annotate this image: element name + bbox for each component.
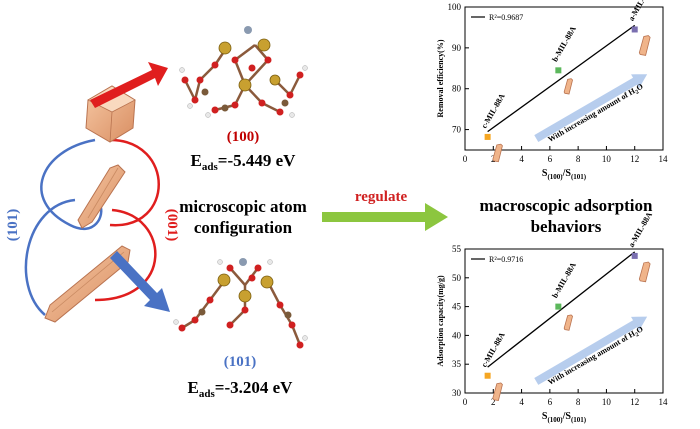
y-tick-label: 50 xyxy=(452,273,462,283)
data-point xyxy=(555,303,562,310)
x-tick-label: 2 xyxy=(491,397,496,407)
x-tick-label: 14 xyxy=(659,154,669,164)
fit-line xyxy=(487,24,636,133)
removal-efficiency-chart: 02468101214708090100Removal efficiency(%… xyxy=(436,0,668,181)
y-tick-label: 90 xyxy=(452,43,462,53)
crystal-glyph xyxy=(638,35,651,56)
regulate-arrow xyxy=(322,203,448,231)
center-title-line2: configuration xyxy=(194,218,293,237)
right-title-line1: macroscopic adsorption xyxy=(480,196,654,215)
regulate-label: regulate xyxy=(355,189,408,205)
crystal-glyph xyxy=(638,261,651,283)
y-tick-label: 55 xyxy=(452,244,462,254)
crystal-glyph xyxy=(563,78,573,95)
facet-100-label: (100) xyxy=(227,129,260,145)
loop-label-101: (101) xyxy=(5,209,21,242)
red-loop-upper xyxy=(109,138,160,227)
blue-loop-lower xyxy=(24,198,76,316)
eads-100: Eads=-5.449 eV xyxy=(191,151,297,173)
crystal-glyph xyxy=(492,382,503,401)
x-tick-label: 0 xyxy=(463,397,468,407)
center-title-line1: microscopic atom xyxy=(179,197,307,216)
facet-101-label: (101) xyxy=(224,354,257,370)
trend-arrow xyxy=(534,316,648,385)
x-tick-label: 10 xyxy=(602,154,612,164)
y-tick-label: 40 xyxy=(452,330,462,340)
y-tick-label: 30 xyxy=(452,388,462,398)
red-arrow xyxy=(90,62,168,108)
x-tick-label: 0 xyxy=(463,154,468,164)
x-tick-label: 10 xyxy=(602,397,612,407)
y-axis-label: Removal efficiency(%) xyxy=(436,39,445,117)
loop-label-001: (001) xyxy=(164,209,180,242)
y-axis-label: Adsorption capacity(mg/g) xyxy=(436,275,445,367)
crystal-glyph xyxy=(492,143,503,163)
x-tick-label: 12 xyxy=(630,397,639,407)
y-tick-label: 45 xyxy=(452,302,462,312)
data-point xyxy=(484,372,491,379)
eads-101: Eads=-3.204 eV xyxy=(188,378,294,400)
red-loop-lower xyxy=(94,208,157,302)
x-tick-label: 4 xyxy=(519,154,524,164)
right-title-line2: behaviors xyxy=(531,217,602,236)
crystal-glyph xyxy=(563,314,573,331)
data-point xyxy=(555,67,562,74)
crystal-loop-diagram: (101) (001) xyxy=(5,85,180,323)
x-tick-label: 6 xyxy=(548,397,553,407)
x-axis-label: S(100)/S(101) xyxy=(542,411,587,424)
x-tick-label: 6 xyxy=(548,154,553,164)
r2-legend: R²=0.9716 xyxy=(489,255,523,264)
y-tick-label: 80 xyxy=(452,84,462,94)
data-point xyxy=(631,252,638,259)
x-tick-label: 4 xyxy=(519,397,524,407)
x-tick-label: 8 xyxy=(576,154,581,164)
y-tick-label: 35 xyxy=(452,359,462,369)
y-tick-label: 70 xyxy=(452,125,462,135)
long-rod-crystal xyxy=(44,245,131,323)
data-point xyxy=(484,133,491,140)
x-tick-label: 8 xyxy=(576,397,581,407)
data-point xyxy=(631,26,638,33)
y-tick-label: 100 xyxy=(448,2,462,12)
x-axis-label: S(100)/S(101) xyxy=(542,168,587,181)
molecular-structure-100 xyxy=(179,26,308,118)
blue-loop-upper xyxy=(40,138,103,231)
x-tick-label: 14 xyxy=(659,397,669,407)
r2-legend: R²=0.9687 xyxy=(489,13,523,22)
x-tick-label: 12 xyxy=(630,154,639,164)
medium-rod-crystal xyxy=(77,164,126,229)
point-label: a-MIL-88A xyxy=(627,210,654,249)
blue-arrow xyxy=(110,251,170,312)
trend-arrow xyxy=(534,74,648,143)
molecular-structure-101 xyxy=(173,258,308,349)
